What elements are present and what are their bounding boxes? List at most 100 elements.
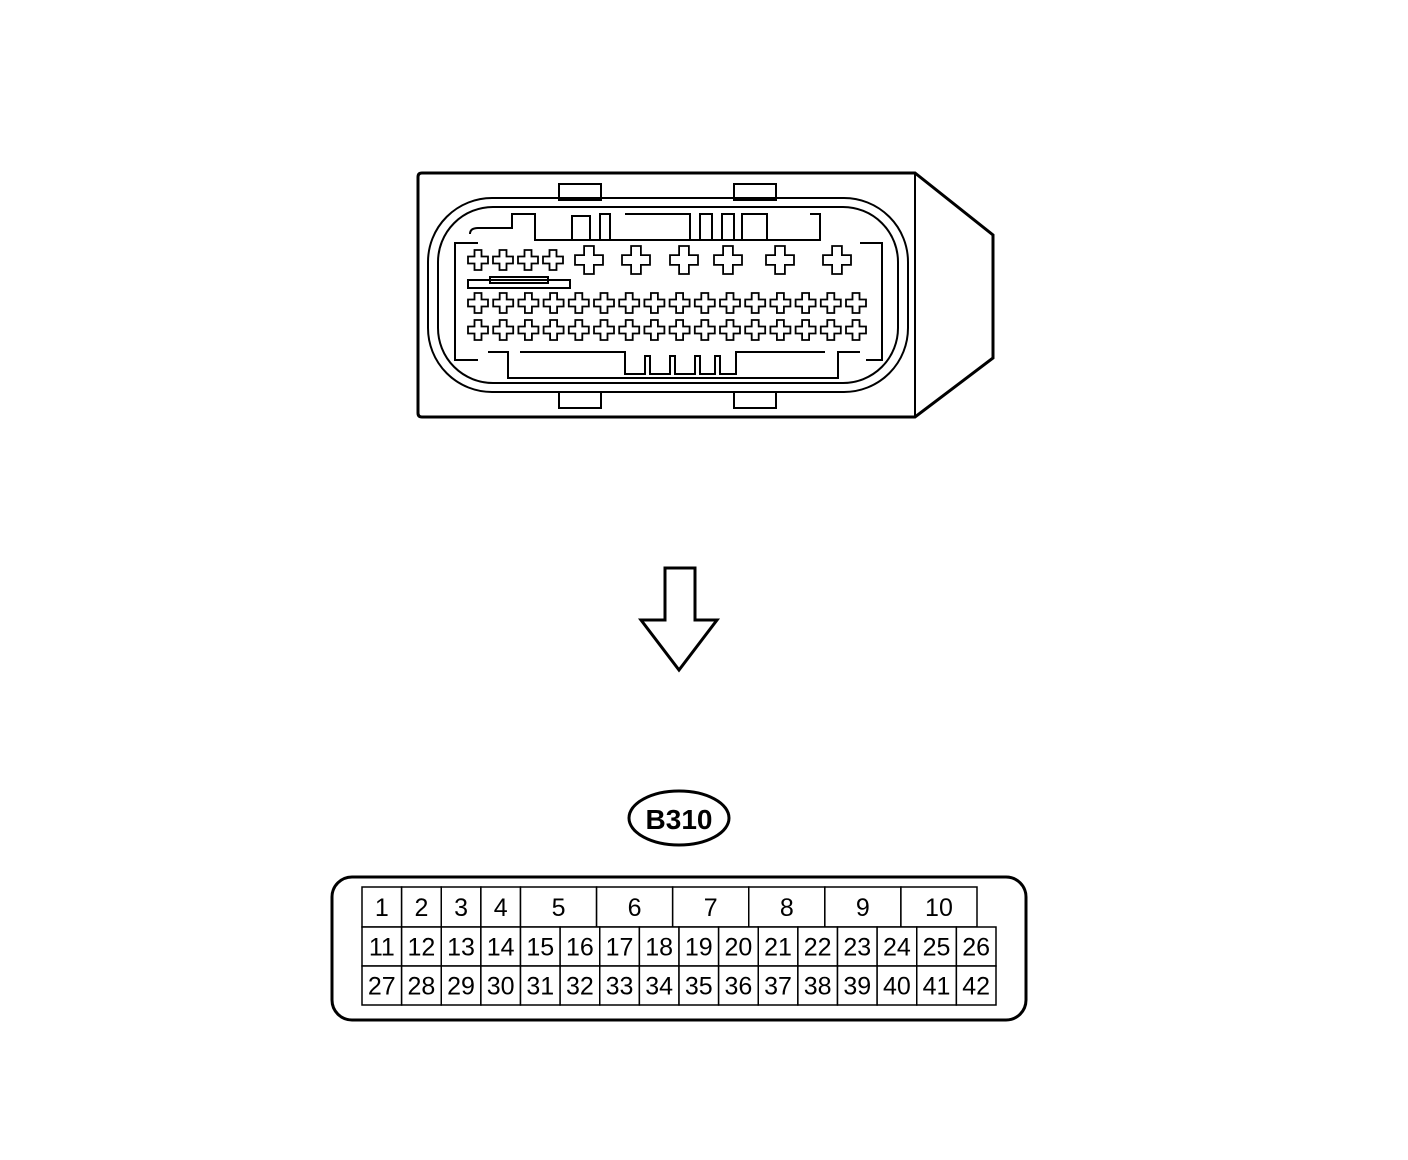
terminal-cavity <box>517 249 539 271</box>
terminal-cavities <box>467 245 867 341</box>
pin-cell-bottom <box>638 965 680 1006</box>
pin-number: 21 <box>764 934 792 962</box>
terminal-cavity <box>719 292 741 314</box>
terminal-cavity <box>769 292 792 314</box>
pin-number: 39 <box>843 973 871 1001</box>
terminal-cavity <box>542 249 564 271</box>
terminal-cavity <box>819 292 842 314</box>
pin-cell-bottom <box>400 965 442 1006</box>
pin-number: 34 <box>645 973 673 1001</box>
pin-cell-top <box>595 886 674 928</box>
pin-cell-bottom <box>599 965 641 1006</box>
terminal-cavity <box>719 319 741 341</box>
terminal-cavity <box>574 245 604 275</box>
pin-number: 40 <box>883 973 911 1001</box>
terminal-cavity <box>693 292 716 314</box>
pin-cell-top <box>519 886 598 928</box>
pin-number: 35 <box>685 973 713 1001</box>
pin-number: 38 <box>804 973 832 1001</box>
terminal-cavity <box>467 292 489 314</box>
latch-tab-bottom-left <box>558 391 602 409</box>
connector-housing <box>416 171 995 419</box>
pin-number: 37 <box>764 973 792 1001</box>
terminal-cavity <box>542 292 565 314</box>
latch-tab-top-right <box>733 183 777 201</box>
terminal-cavity <box>492 249 514 271</box>
terminal-cavity <box>794 319 817 341</box>
pin-number: 36 <box>725 973 753 1001</box>
pin-number: 12 <box>408 934 436 962</box>
pin-cell-middle <box>916 926 958 967</box>
terminal-cavity <box>467 319 489 341</box>
pin-cell-middle <box>361 926 403 967</box>
pin-number: 19 <box>685 934 713 962</box>
pin-cell-bottom <box>717 965 759 1006</box>
terminal-cavity <box>822 245 852 275</box>
pin-number: 4 <box>494 894 508 922</box>
pin-cell-middle <box>955 926 997 967</box>
terminal-cavity <box>643 292 666 314</box>
pin-number: 22 <box>804 934 832 962</box>
terminal-cavity <box>713 245 743 275</box>
terminal-cavity <box>542 319 565 341</box>
pin-number: 6 <box>628 894 642 922</box>
terminal-cavity <box>567 292 590 314</box>
terminal-cavity <box>769 319 792 341</box>
terminal-cavity <box>845 319 867 341</box>
pin-number: 5 <box>552 894 566 922</box>
terminal-cavity <box>593 292 615 314</box>
pin-number: 25 <box>923 934 951 962</box>
pin-number: 10 <box>925 894 953 922</box>
pin-number: 16 <box>566 934 594 962</box>
connector-front-view <box>416 171 995 419</box>
terminal-cavity <box>492 292 515 314</box>
pin-number: 15 <box>526 934 554 962</box>
pin-cell-middle <box>797 926 839 967</box>
terminal-cavity <box>492 319 515 341</box>
terminal-cavity <box>744 319 767 341</box>
terminal-cavity <box>794 292 817 314</box>
pin-number: 1 <box>375 894 389 922</box>
terminal-cavity <box>621 245 651 275</box>
pin-cell-bottom <box>559 965 601 1006</box>
terminal-cavity <box>618 292 641 314</box>
pin-cell-bottom <box>955 965 997 1006</box>
pin-cell-top <box>824 886 902 928</box>
connector-label-badge: B310 <box>627 789 731 847</box>
terminal-cavity <box>845 292 867 314</box>
terminal-cavity <box>593 319 615 341</box>
pin-number: 11 <box>369 934 395 962</box>
terminal-cavity <box>693 319 716 341</box>
terminal-cavity <box>669 245 699 275</box>
pin-number: 41 <box>923 973 951 1001</box>
pin-cell-bottom <box>519 965 561 1006</box>
pin-number: 18 <box>645 934 673 962</box>
key-notches-top <box>571 213 768 240</box>
pin-cell-middle <box>876 926 918 967</box>
pin-number: 14 <box>487 934 515 962</box>
label-oval <box>627 789 731 847</box>
pin-number: 17 <box>606 934 634 962</box>
pin-number: 2 <box>414 894 428 922</box>
pin-cell-top <box>671 886 750 928</box>
pin-number: 42 <box>962 973 990 1001</box>
terminal-cavity <box>517 292 540 314</box>
pin-number: 20 <box>725 934 753 962</box>
pin-number: 13 <box>447 934 475 962</box>
pin-number: 30 <box>487 973 515 1001</box>
terminal-cavity <box>765 245 795 275</box>
pin-number: 31 <box>526 973 554 1001</box>
pin-number: 8 <box>780 894 794 922</box>
terminal-cavity <box>618 319 641 341</box>
pin-number: 23 <box>843 934 871 962</box>
pin-number: 26 <box>962 934 990 962</box>
terminal-cavity <box>467 249 489 271</box>
pin-number: 9 <box>856 894 870 922</box>
terminal-cavity <box>643 319 666 341</box>
latch-tab-top-left <box>558 183 602 201</box>
pin-number: 33 <box>606 973 634 1001</box>
